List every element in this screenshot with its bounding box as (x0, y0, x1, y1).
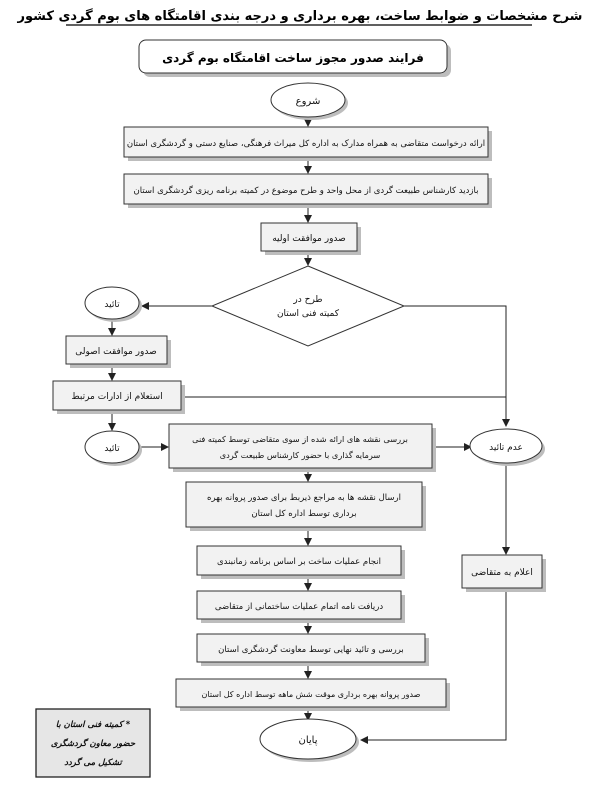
principle-box (65, 335, 168, 365)
edge-notify-end (360, 590, 507, 744)
step3-box (260, 222, 358, 252)
approve2-oval (84, 430, 140, 464)
inquiry-box (52, 380, 182, 411)
note-line1: * کمیته فنی استان با (56, 720, 131, 730)
notify-label: اعلام به متقاضی (471, 568, 533, 578)
reject-label: عدم تائید (489, 443, 523, 453)
notify-box (461, 554, 543, 589)
permit-box (175, 678, 447, 708)
diagram-subtitle: فرایند صدور مجوز ساخت اقامتگاه بوم گردی (162, 51, 424, 66)
decision-diamond (210, 265, 406, 347)
construction-box (196, 545, 402, 576)
final-review-label: بررسی و تائید نهایی توسط معاونت گردشگری … (218, 644, 404, 655)
start-oval (270, 82, 346, 118)
review-box (168, 423, 433, 469)
send-label-line2: برداری توسط اداره کل استان (251, 509, 356, 519)
decision-label-line1: طرح در (292, 295, 322, 305)
note-line3: تشکیل می گردد (64, 757, 123, 768)
subtitle-box (138, 39, 448, 74)
step3-label: صدور موافقت اولیه (272, 234, 346, 244)
receive-box (196, 590, 402, 620)
note-line2: حضور معاون گردشگری (51, 738, 136, 749)
note-box (35, 708, 151, 778)
reject-oval (469, 428, 543, 464)
principle-label: صدور موافقت اصولی (75, 347, 156, 357)
approve1-label: تائید (104, 300, 120, 310)
send-box (185, 481, 423, 528)
step1-box (123, 126, 489, 158)
construction-label: انجام عملیات ساخت بر اساس برنامه زمانبند… (217, 557, 381, 567)
step1-label: ارائه درخواست متقاضی به همراه مدارک به ا… (127, 138, 485, 149)
decision-label-line2: کمیته فنی استان (277, 309, 340, 319)
step2-box (123, 173, 489, 205)
approve2-label: تائید (104, 444, 120, 454)
send-label-line1: ارسال نقشه ها به مراجع ذیربط برای صدور پ… (207, 493, 401, 503)
review-label-line2: سرمایه گذاری با حضور کارشناس طبیعت گردی (220, 450, 381, 460)
receive-label: دریافت نامه اتمام عملیات ساختمانی از متق… (215, 602, 383, 612)
end-label: پایان (298, 735, 317, 746)
review-label-line1: بررسی نقشه های ارائه شده از سوی متقاضی ت… (192, 434, 408, 444)
inquiry-label: استعلام از ادارات مرتبط (71, 392, 162, 402)
page-title: شرح مشخصات و ضوابط ساخت، بهره برداری و د… (17, 8, 583, 24)
permit-label: صدور پروانه بهره برداری موقت شش ماهه توس… (202, 690, 421, 699)
edge-decision-reject (404, 305, 510, 427)
step2-label: بازدید کارشناس طبیعت گردی از محل واحد و … (134, 185, 479, 196)
approve1-oval (84, 286, 140, 320)
end-oval (259, 718, 357, 760)
final-review-box (196, 633, 426, 663)
start-label: شروع (296, 96, 321, 107)
